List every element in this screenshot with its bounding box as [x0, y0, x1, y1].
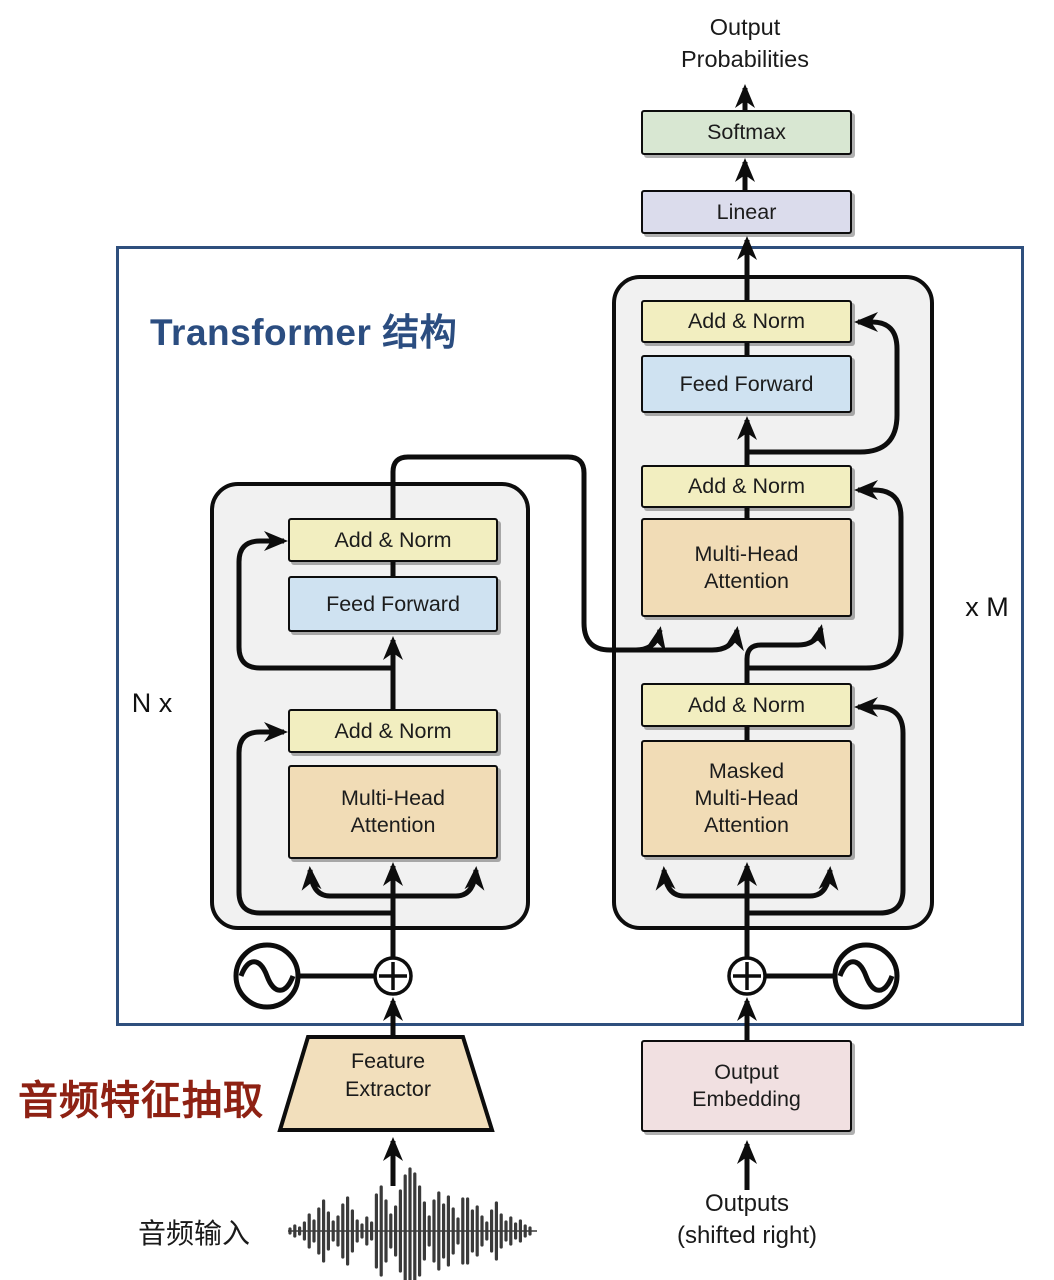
output-embedding-line2: Embedding: [692, 1087, 801, 1111]
feature-extractor-line2: Extractor: [344, 1076, 432, 1101]
decoder-add-norm-mid-box: Add & Norm: [641, 465, 852, 508]
linear-label: Linear: [716, 199, 777, 224]
outputs-line2: (shifted right): [676, 1222, 818, 1250]
decoder-add-norm-bot-label: Add & Norm: [687, 692, 806, 717]
outputs-line1: Outputs: [704, 1190, 790, 1217]
output-embedding-line1: Output: [714, 1060, 779, 1085]
audio-waveform-icon: [288, 1167, 537, 1280]
encoder-repeat-label: N x: [131, 688, 173, 718]
encoder-add-norm-2-label: Add & Norm: [334, 527, 452, 552]
softmax-label: Softmax: [707, 120, 786, 145]
decoder-masked-line2: Multi-Head: [694, 786, 799, 811]
audio-feature-caption: 音频特征抽取: [18, 1079, 264, 1123]
output-probabilities-line2: Probabilities: [680, 45, 809, 72]
encoder-add-norm-1-box: Add & Norm: [288, 709, 498, 753]
decoder-masked-line1: Masked: [708, 759, 785, 784]
encoder-multi-head-attention-box: Multi-Head Attention: [288, 765, 498, 859]
output-embedding-box: Output Embedding: [641, 1040, 852, 1132]
decoder-add-norm-top-label: Add & Norm: [687, 309, 806, 334]
softmax-box: Softmax: [641, 110, 852, 155]
output-probabilities-line1: Output: [709, 14, 781, 40]
decoder-mha-line2: Attention: [704, 568, 789, 593]
decoder-masked-mha-box: Masked Multi-Head Attention: [641, 740, 852, 857]
decoder-multi-head-attention-box: Multi-Head Attention: [641, 518, 852, 617]
decoder-add-norm-top-box: Add & Norm: [641, 300, 852, 343]
decoder-masked-line3: Attention: [704, 812, 789, 837]
decoder-feed-forward-box: Feed Forward: [641, 355, 852, 413]
audio-input-label: 音频输入: [138, 1218, 251, 1249]
decoder-mha-line1: Multi-Head: [694, 541, 799, 566]
decoder-feed-forward-label: Feed Forward: [679, 371, 814, 396]
outputs-label: Outputs (shifted right): [640, 1188, 854, 1253]
feature-extractor-label: Feature Extractor: [306, 1048, 470, 1104]
decoder-add-norm-bot-box: Add & Norm: [641, 683, 852, 727]
encoder-feed-forward-box: Feed Forward: [288, 576, 498, 632]
diagram-title: Transformer 结构: [150, 312, 458, 353]
encoder-add-norm-1-label: Add & Norm: [334, 718, 452, 743]
decoder-add-norm-mid-label: Add & Norm: [687, 474, 806, 499]
encoder-mha-line1: Multi-Head: [341, 786, 445, 811]
output-probabilities-label: Output Probabilities: [620, 12, 870, 75]
encoder-feed-forward-label: Feed Forward: [326, 591, 460, 616]
feature-extractor-line1: Feature: [350, 1049, 426, 1073]
transformer-frame: [116, 246, 1024, 1026]
encoder-mha-line2: Attention: [350, 813, 436, 837]
feature-extractor-shape: [277, 1035, 495, 1132]
decoder-repeat-label: x M: [965, 592, 1009, 622]
encoder-add-norm-2-box: Add & Norm: [288, 518, 498, 562]
linear-box: Linear: [641, 190, 852, 234]
